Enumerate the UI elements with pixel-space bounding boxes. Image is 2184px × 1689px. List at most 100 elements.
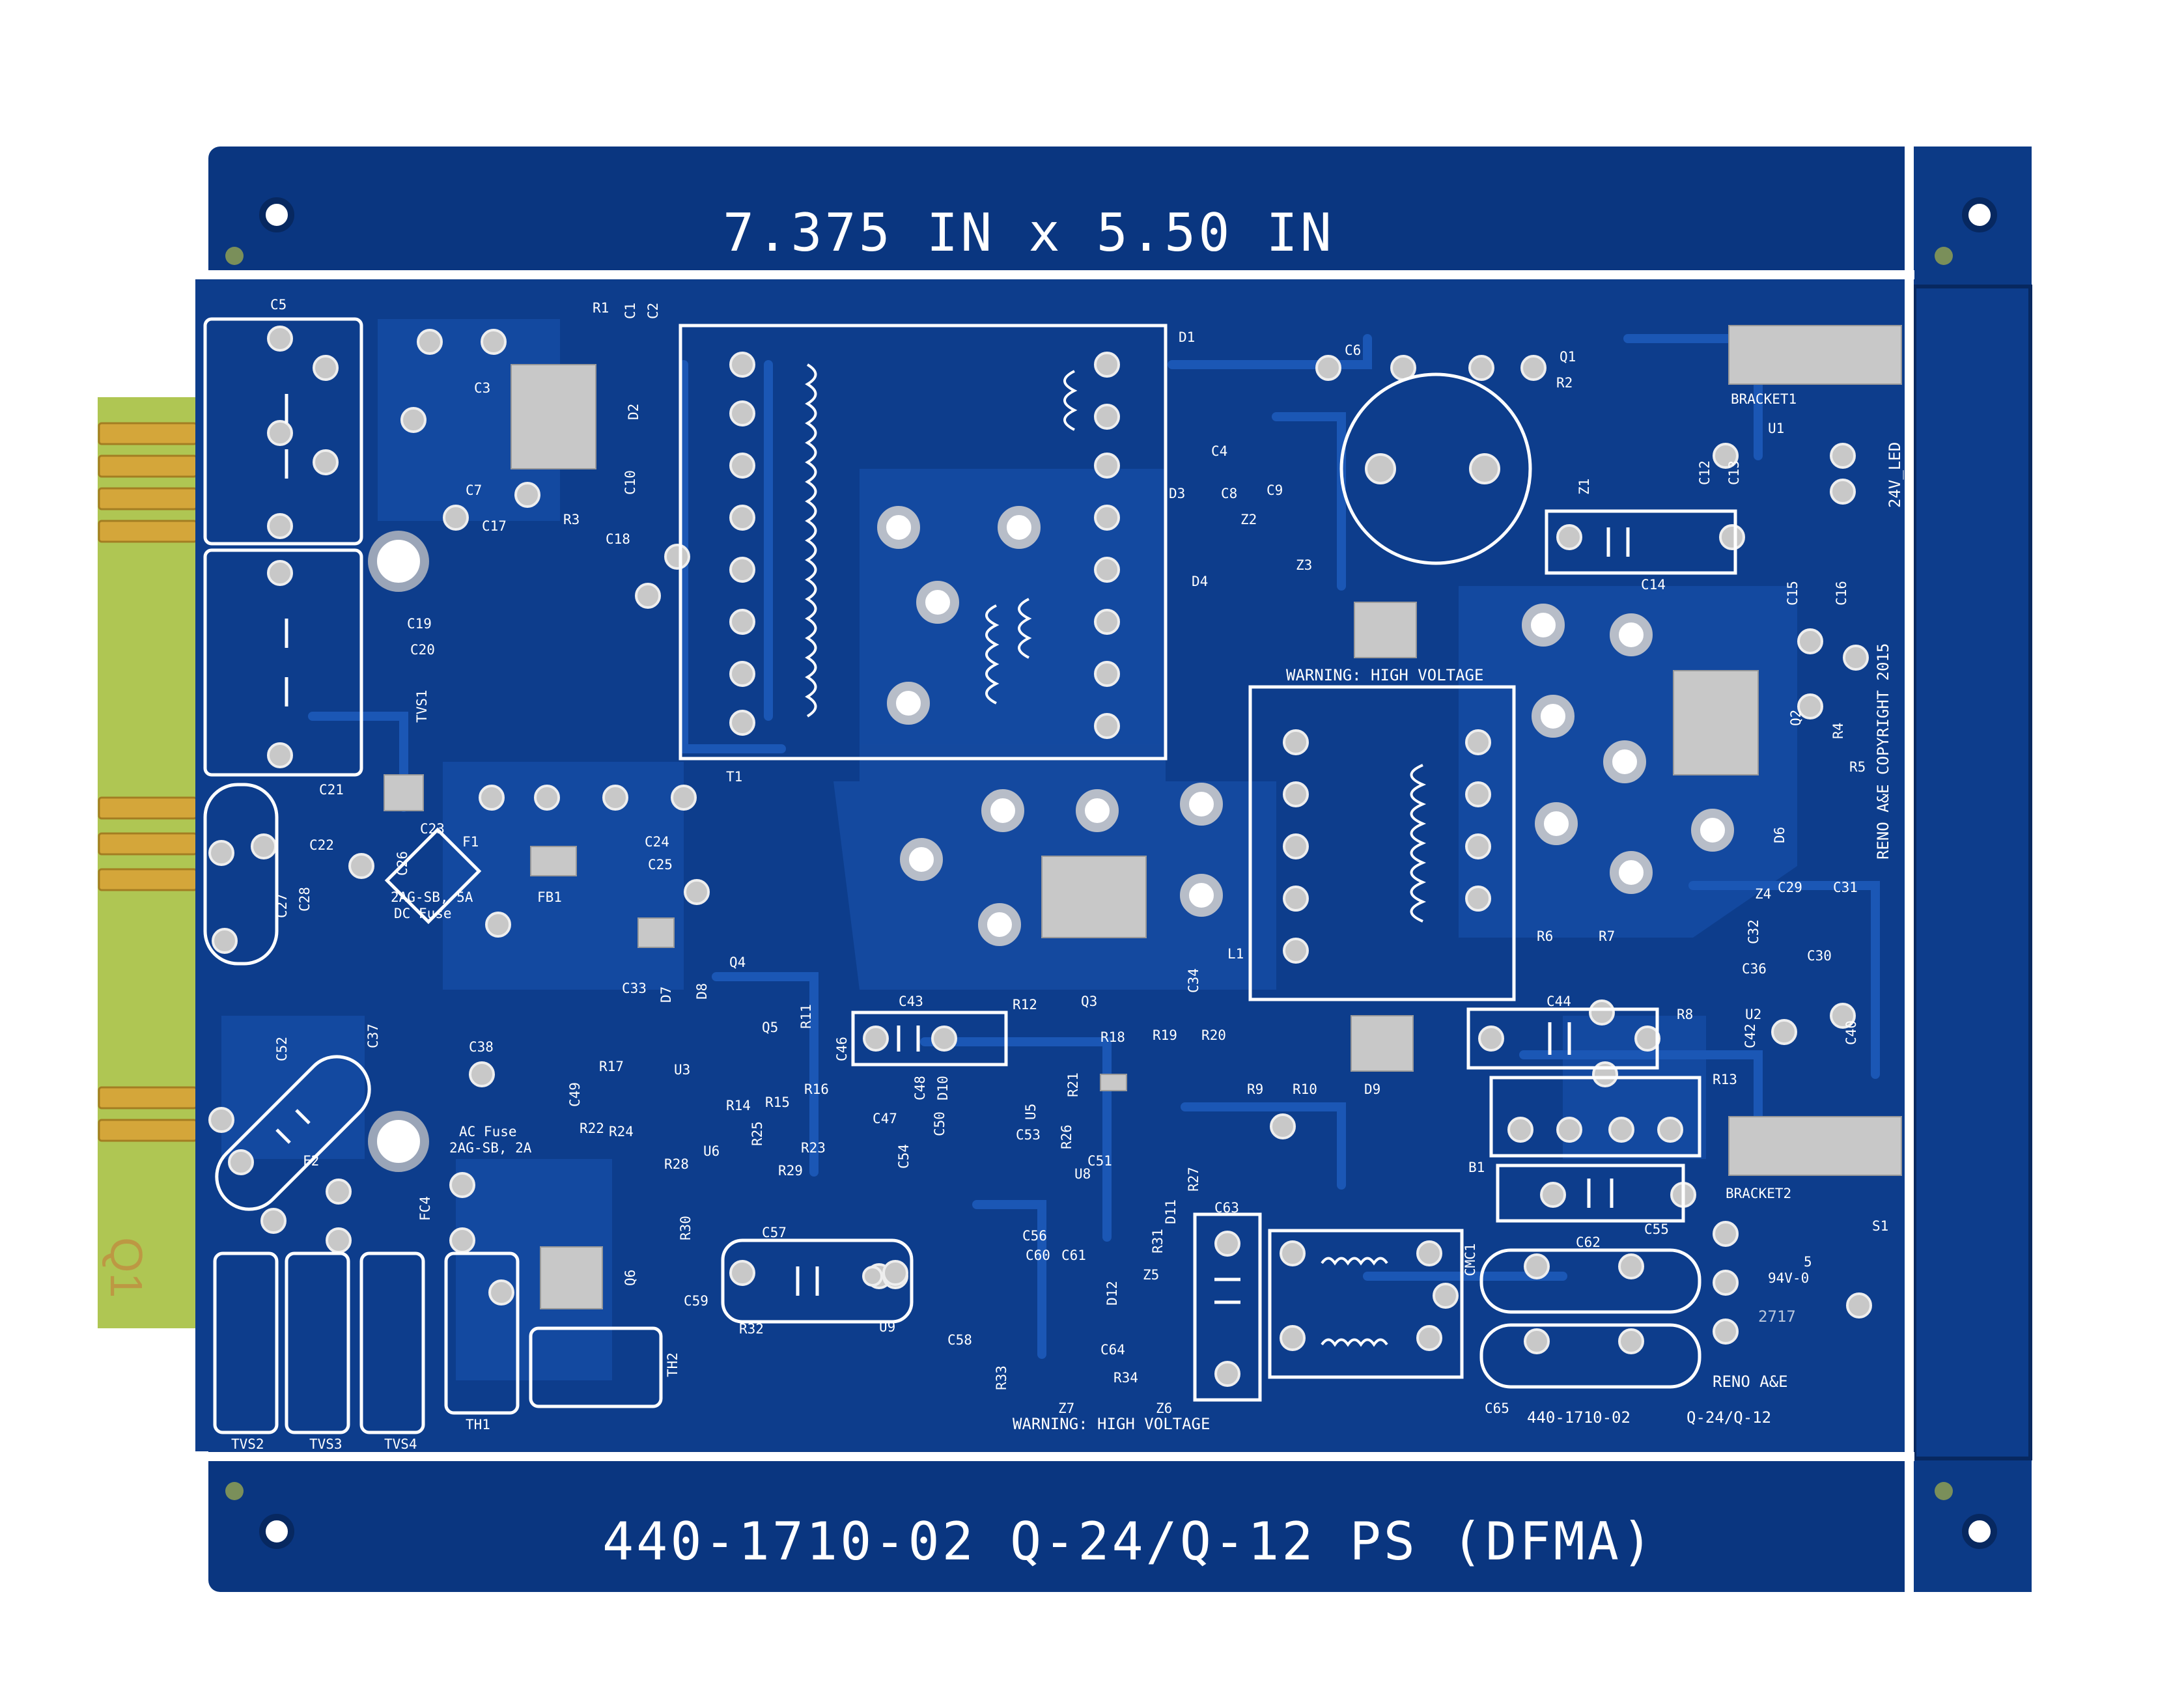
designator-d12: D12 <box>1104 1281 1120 1305</box>
designator-c6: C6 <box>1345 342 1361 358</box>
designator-c25: C25 <box>648 857 673 872</box>
designator-r18: R18 <box>1100 1029 1125 1045</box>
designator-c7: C7 <box>466 482 482 498</box>
designator-c36: C36 <box>1742 961 1767 977</box>
designator-r26: R26 <box>1059 1124 1074 1149</box>
designator-c8: C8 <box>1221 486 1237 501</box>
designator-r31: R31 <box>1150 1229 1166 1253</box>
designator-c53: C53 <box>1016 1127 1041 1143</box>
designator-c5: C5 <box>270 297 287 313</box>
designator-c55: C55 <box>1644 1221 1669 1237</box>
designator-d11: D11 <box>1163 1199 1179 1224</box>
ac-fuse-label: AC Fuse <box>459 1124 517 1139</box>
mounting-holes <box>225 197 1997 1549</box>
date-code: 2717 <box>1758 1307 1796 1326</box>
designator-r12: R12 <box>1013 997 1037 1012</box>
designator-c30: C30 <box>1807 948 1832 964</box>
designator-r11: R11 <box>798 1004 814 1029</box>
designator-c49: C49 <box>567 1082 583 1107</box>
designator-q1: Q1 <box>1560 349 1576 365</box>
designator-t1: T1 <box>726 769 742 785</box>
dc-fuse-rating: 2AG-SB, 5A <box>391 889 473 905</box>
board-size-label: 7.375 IN x 5.50 IN <box>723 202 1334 263</box>
warning-bottom: WARNING: HIGH VOLTAGE <box>1013 1415 1210 1433</box>
designator-th2: TH2 <box>665 1352 680 1377</box>
designator-c59: C59 <box>684 1293 708 1309</box>
designator-z2: Z2 <box>1240 512 1257 527</box>
designator-c42: C42 <box>1743 1024 1758 1048</box>
designator-z1: Z1 <box>1576 479 1592 495</box>
designator-c20: C20 <box>410 642 435 658</box>
copyright-label: RENO A&E COPYRIGHT 2015 <box>1874 643 1892 859</box>
board-part-label: 440-1710-02 Q-24/Q-12 PS (DFMA) <box>602 1511 1655 1572</box>
designator-tvs1: TVS1 <box>414 690 430 723</box>
designator-c13: C13 <box>1726 460 1742 485</box>
designator-c22: C22 <box>309 837 334 853</box>
designator-u9: U9 <box>879 1319 895 1335</box>
designator-c1: C1 <box>623 303 638 319</box>
designator-c3: C3 <box>474 380 490 396</box>
designator-d6: D6 <box>1772 827 1787 843</box>
designator-c48: C48 <box>912 1076 928 1100</box>
designator-c64: C64 <box>1100 1342 1125 1358</box>
designator-fb1: FB1 <box>537 889 562 905</box>
designator-r10: R10 <box>1293 1082 1317 1097</box>
designator-c14: C14 <box>1641 577 1666 593</box>
designator-r2: R2 <box>1556 375 1573 391</box>
designator-c34: C34 <box>1186 968 1201 993</box>
warning-top: WARNING: HIGH VOLTAGE <box>1286 666 1483 684</box>
designator-c32: C32 <box>1746 919 1761 944</box>
designator-c38: C38 <box>469 1039 494 1055</box>
designator-c19: C19 <box>407 616 432 632</box>
ul-mark: 5 <box>1804 1254 1812 1270</box>
designator-f2: F2 <box>303 1153 319 1169</box>
designator-th1: TH1 <box>466 1417 490 1432</box>
designator-c9: C9 <box>1267 482 1283 498</box>
designator-c16: C16 <box>1834 581 1849 606</box>
designator-c29: C29 <box>1778 880 1802 895</box>
designator-d3: D3 <box>1169 486 1185 501</box>
designator-r32: R32 <box>739 1321 764 1337</box>
smd-pads <box>384 325 1902 1309</box>
designator-r14: R14 <box>726 1098 751 1113</box>
designator-q6: Q6 <box>623 1270 638 1286</box>
designator-r6: R6 <box>1537 928 1553 944</box>
designator-r25: R25 <box>749 1121 765 1146</box>
designator-z3: Z3 <box>1296 557 1312 573</box>
designator-r20: R20 <box>1201 1027 1226 1043</box>
designator-c63: C63 <box>1214 1200 1239 1216</box>
designator-u8: U8 <box>1074 1166 1091 1182</box>
designator-s1: S1 <box>1872 1218 1888 1234</box>
designator-c40: C40 <box>1843 1020 1859 1045</box>
designator-c65: C65 <box>1485 1401 1509 1416</box>
designator-q4: Q4 <box>729 955 746 970</box>
designator-r15: R15 <box>765 1095 790 1110</box>
designator-u2: U2 <box>1745 1007 1761 1022</box>
designator-q3: Q3 <box>1081 994 1097 1009</box>
designator-r34: R34 <box>1113 1370 1138 1386</box>
designator-tvs2: TVS2 <box>231 1436 264 1452</box>
designator-c31: C31 <box>1833 880 1858 895</box>
th-pads <box>208 326 1872 1387</box>
designator-r3: R3 <box>563 512 580 527</box>
designator-r30: R30 <box>678 1216 693 1240</box>
designator-d9: D9 <box>1364 1082 1380 1097</box>
designator-f1: F1 <box>462 834 479 850</box>
designator-u3: U3 <box>674 1062 690 1078</box>
designator-c61: C61 <box>1061 1248 1086 1263</box>
designator-b1: B1 <box>1468 1160 1485 1175</box>
designator-c50: C50 <box>932 1111 947 1136</box>
designator-c51: C51 <box>1087 1153 1112 1169</box>
designator-u5: U5 <box>1023 1104 1039 1120</box>
designator-r7: R7 <box>1599 928 1615 944</box>
designator-c12: C12 <box>1697 460 1713 485</box>
designator-c18: C18 <box>606 531 630 547</box>
designator-c62: C62 <box>1576 1235 1601 1250</box>
designator-r23: R23 <box>801 1140 826 1156</box>
designator-c10: C10 <box>623 470 638 495</box>
designator-r19: R19 <box>1153 1027 1177 1043</box>
designator-z5: Z5 <box>1143 1267 1159 1283</box>
designator-d7: D7 <box>658 986 674 1003</box>
designator-c26: C26 <box>395 851 410 876</box>
designator-tvs4: TVS4 <box>384 1436 417 1452</box>
